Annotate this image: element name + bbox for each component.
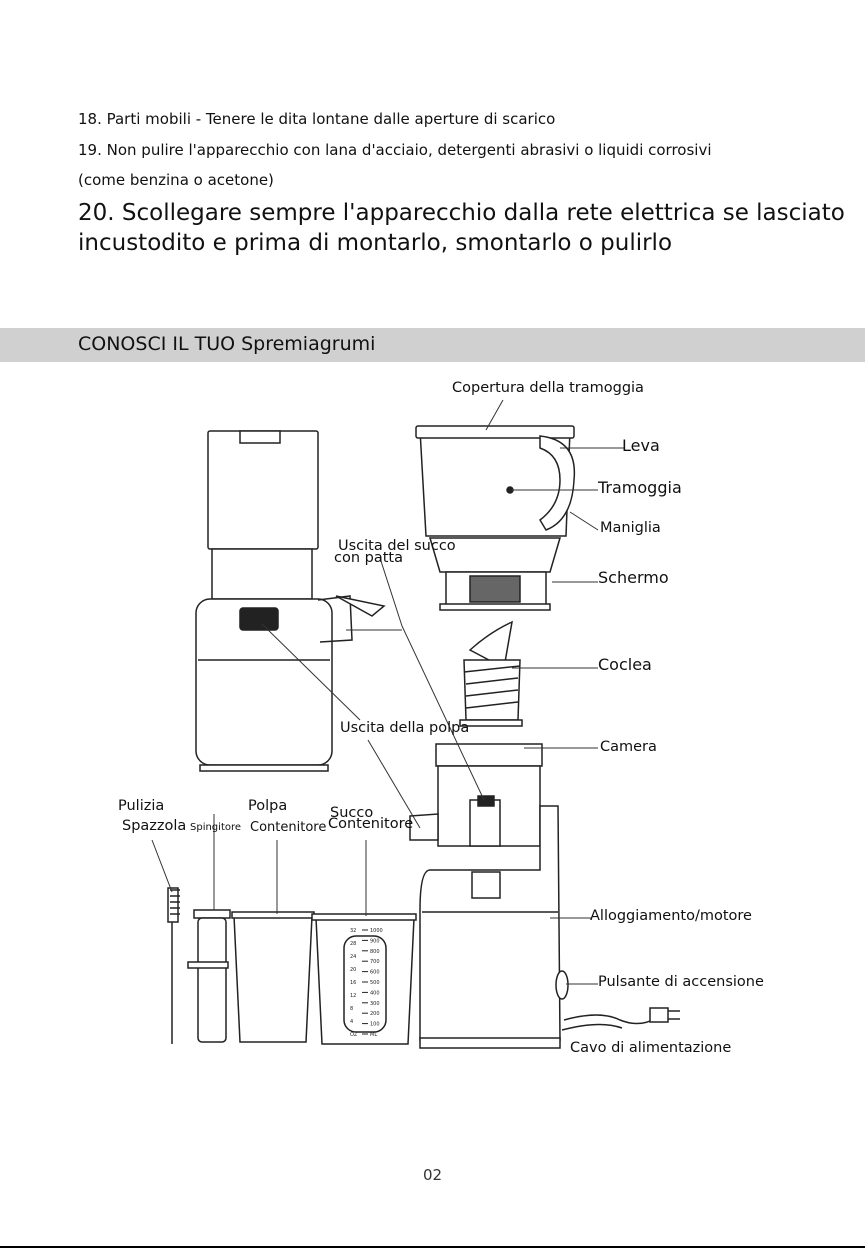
section-header-bar xyxy=(0,328,865,362)
pulp-container-drawing xyxy=(231,911,315,1043)
label-tramoggia: Tramoggia xyxy=(598,478,682,497)
label-leva: Leva xyxy=(622,436,660,455)
jug-oz-mark: 24 xyxy=(350,954,356,960)
pusher-drawing xyxy=(187,909,231,1043)
jug-ml-mark: 300 xyxy=(370,1001,380,1007)
label-uscita-succo-1: Uscita del succo xyxy=(338,538,456,554)
jug-ml-mark: 900 xyxy=(370,938,380,944)
leader-uscita-succo-1 xyxy=(379,557,403,627)
chamber-drawing xyxy=(409,743,543,847)
label-coclea: Coclea xyxy=(598,655,652,674)
instruction-20-line2: incustodito e prima di montarlo, smontar… xyxy=(78,230,673,256)
page-number: 02 xyxy=(423,1166,443,1184)
label-polpa: Polpa xyxy=(248,798,288,814)
label-pulizia: Pulizia xyxy=(118,798,165,814)
jug-ml-mark: 700 xyxy=(370,959,380,965)
label-spazzola: Spazzola xyxy=(122,818,187,834)
label-camera: Camera xyxy=(600,739,657,755)
jug-ml-mark: 500 xyxy=(370,980,380,986)
juice-container-drawing xyxy=(311,913,417,1045)
jug-ml-mark: ML xyxy=(370,1032,377,1038)
label-contenitore-polpa: Contenitore xyxy=(250,820,327,835)
motor-base-drawing xyxy=(419,805,569,1049)
label-succo: Succo xyxy=(330,805,374,821)
label-spingitore: Spingitore xyxy=(190,822,242,833)
jug-oz-mark: 32 xyxy=(350,928,356,934)
leader-spazzola xyxy=(151,839,173,893)
jug-ml-mark: 100 xyxy=(370,1022,380,1028)
jug-ml-mark: 800 xyxy=(370,949,380,955)
label-maniglia: Maniglia xyxy=(600,520,661,536)
label-uscita-succo-2: con patta xyxy=(334,550,403,566)
label-pulsante: Pulsante di accensione xyxy=(598,974,764,990)
leader-copertura xyxy=(485,399,504,431)
section-title: CONOSCI IL TUO Spremiagrumi xyxy=(78,333,376,355)
label-alloggiamento: Alloggiamento/motore xyxy=(590,908,752,924)
instruction-20-line1: 20. Scollegare sempre l'apparecchio dall… xyxy=(78,200,845,226)
jug-oz-mark: 20 xyxy=(350,967,356,973)
screen-drawing xyxy=(428,537,562,611)
jug-oz-mark: 16 xyxy=(350,980,356,986)
jug-oz-mark: OZ xyxy=(350,1032,358,1038)
jug-oz-mark: 8 xyxy=(350,1006,353,1012)
jug-oz-mark: 28 xyxy=(350,941,356,947)
instruction-19-line2: (come benzina o acetone) xyxy=(78,171,274,189)
jug-ml-mark: 400 xyxy=(370,990,380,996)
jug-oz-mark: 12 xyxy=(350,993,356,999)
label-cavo: Cavo di alimentazione xyxy=(570,1040,732,1056)
leader-uscita-polpa-1 xyxy=(261,623,361,721)
label-copertura: Copertura della tramoggia xyxy=(452,380,644,396)
instruction-19-line1: 19. Non pulire l'apparecchio con lana d'… xyxy=(78,141,712,159)
leader-uscita-polpa-2 xyxy=(367,739,421,829)
jug-ml-mark: 200 xyxy=(370,1011,380,1017)
leader-maniglia xyxy=(569,511,599,531)
power-cord-drawing xyxy=(561,1007,680,1031)
hopper-drawing xyxy=(415,425,576,537)
instruction-18: 18. Parti mobili - Tenere le dita lontan… xyxy=(78,110,556,128)
label-schermo: Schermo xyxy=(598,568,669,587)
label-contenitore-succo: Contenitore xyxy=(328,816,414,832)
assembled-juicer-drawing xyxy=(195,430,386,772)
jug-ml-mark: 600 xyxy=(370,970,380,976)
auger-drawing xyxy=(459,620,523,727)
brush-drawing xyxy=(167,887,180,1044)
bottom-rule xyxy=(0,1246,865,1248)
label-uscita-polpa: Uscita della polpa xyxy=(340,720,470,736)
jug-ml-mark: 1000 xyxy=(370,928,383,934)
leader-uscita-succo-2 xyxy=(401,625,485,801)
jug-oz-mark: 4 xyxy=(350,1019,353,1025)
